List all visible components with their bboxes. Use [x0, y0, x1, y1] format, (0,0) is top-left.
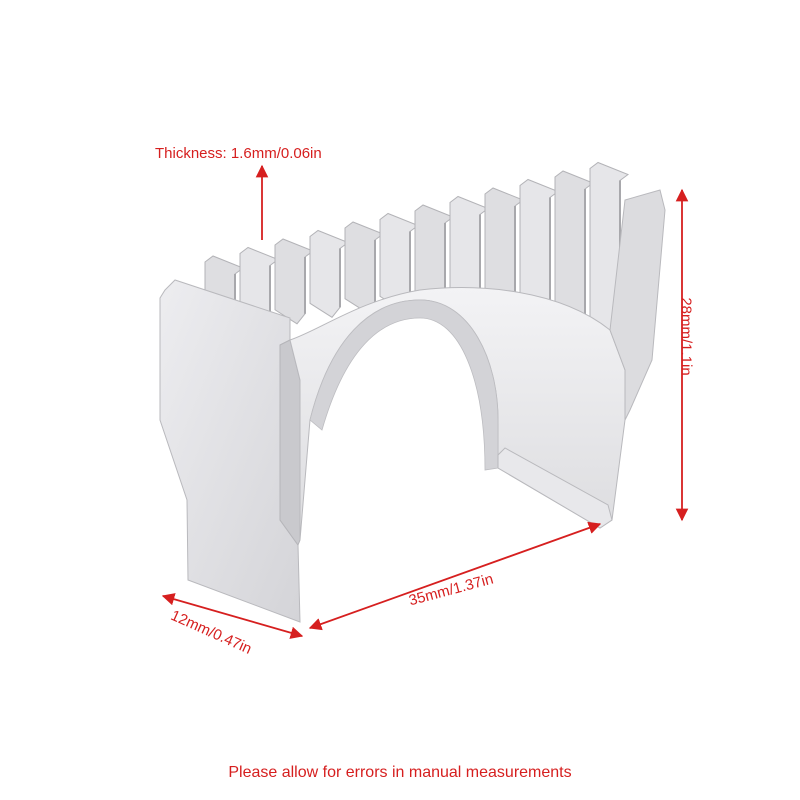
heatsink-arch-inner	[309, 299, 499, 471]
heatsink-fin	[344, 221, 385, 314]
width-arrow	[308, 521, 602, 631]
heatsink-icon	[159, 161, 666, 623]
measurement-note: Please allow for errors in manual measur…	[228, 764, 572, 781]
heatsink-right-end	[609, 189, 666, 421]
height-label: 28mm/1.1in	[677, 297, 695, 376]
heatsink-left-side	[279, 339, 301, 547]
heatsink-fin	[309, 229, 350, 318]
heatsink-left-face	[159, 279, 301, 623]
thickness-label: Thickness: 1.6mm/0.06in	[155, 145, 322, 162]
depth-arrow	[161, 593, 304, 639]
heatsink-fin	[274, 238, 315, 325]
